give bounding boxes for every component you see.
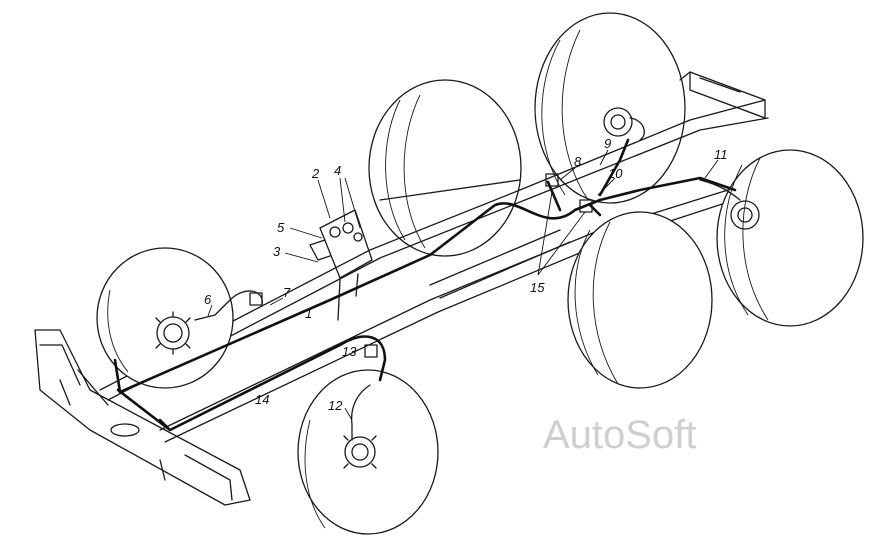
callout-3: 3 — [273, 244, 281, 259]
callout-1: 1 — [305, 306, 312, 321]
callout-5: 5 — [277, 220, 285, 235]
callout-12: 12 — [328, 398, 343, 413]
watermark: AutoSoft — [543, 413, 696, 457]
rear-tire-far-left — [368, 79, 522, 257]
rear-tire-far-right — [534, 12, 686, 204]
callout-9: 9 — [604, 136, 611, 151]
callout-4: 4 — [334, 163, 341, 178]
rear-brake-drum — [603, 107, 645, 141]
rear-tire-near-right — [716, 149, 864, 327]
callout-labels: 1 2 3 4 5 6 7 8 9 10 11 12 13 14 15 — [204, 136, 728, 421]
front-bumper — [34, 329, 251, 506]
callout-11: 11 — [714, 147, 728, 162]
front-tire-right — [297, 369, 439, 535]
callout-15: 15 — [530, 280, 545, 295]
callout-10: 10 — [608, 166, 623, 181]
connector-8 — [545, 173, 559, 187]
connector-15 — [579, 199, 593, 213]
connector-7 — [249, 292, 263, 306]
callout-2: 2 — [311, 166, 320, 181]
connector-13 — [364, 344, 378, 358]
sensor-bracket — [309, 209, 373, 321]
chassis-frame — [99, 71, 769, 443]
callout-7: 7 — [283, 285, 291, 300]
callout-8: 8 — [574, 154, 582, 169]
callout-13: 13 — [342, 344, 357, 359]
callout-14: 14 — [255, 392, 269, 407]
rear-tire-near-left — [567, 211, 713, 389]
front-tire-left — [96, 247, 234, 389]
callout-6: 6 — [204, 292, 212, 307]
